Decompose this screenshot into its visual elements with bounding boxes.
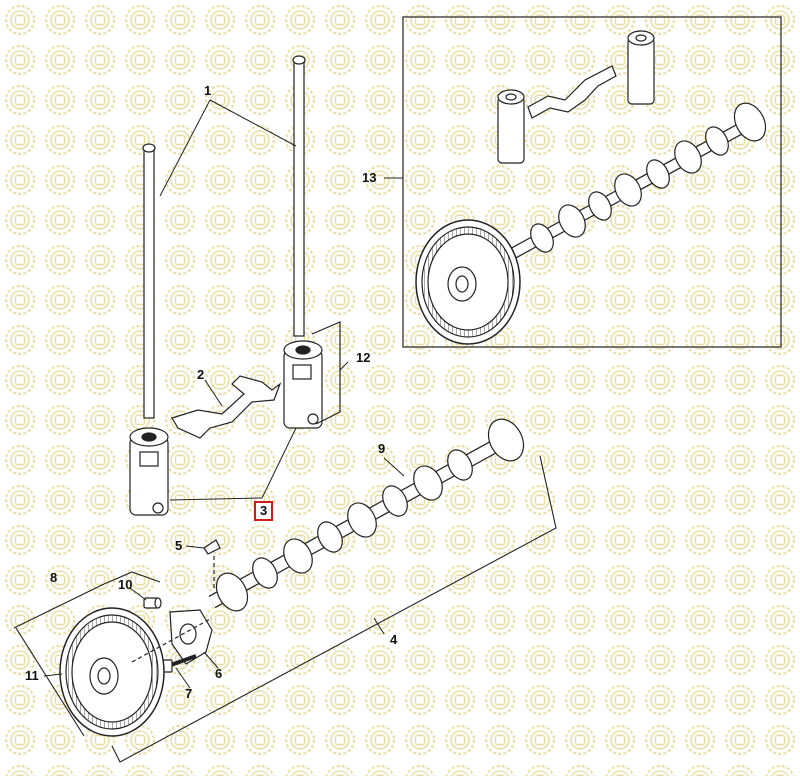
main-assembly bbox=[59, 55, 525, 737]
callout-11[interactable]: 11 bbox=[25, 668, 39, 683]
callout-12[interactable]: 12 bbox=[356, 350, 371, 365]
camshaft bbox=[208, 418, 525, 612]
woodruff-key bbox=[203, 539, 221, 555]
brackets bbox=[13, 455, 557, 763]
callout-6[interactable]: 6 bbox=[215, 666, 223, 681]
callout-7[interactable]: 7 bbox=[185, 686, 193, 701]
push-rod-left bbox=[142, 143, 156, 419]
callout-4[interactable]: 4 bbox=[390, 632, 398, 647]
lifter-guide bbox=[171, 375, 282, 439]
callout-10[interactable]: 10 bbox=[118, 577, 133, 592]
callout-5[interactable]: 5 bbox=[175, 538, 183, 553]
dowel-pin bbox=[143, 597, 162, 609]
callout-8[interactable]: 8 bbox=[50, 570, 58, 585]
callout-3-selected[interactable]: 3 bbox=[254, 501, 274, 521]
callout-9[interactable]: 9 bbox=[378, 441, 386, 456]
callout-2[interactable]: 2 bbox=[197, 367, 205, 382]
inset-lifter-guide bbox=[527, 65, 617, 119]
lifter-left bbox=[129, 427, 169, 516]
gear bbox=[59, 607, 165, 737]
callout-1[interactable]: 1 bbox=[204, 83, 212, 98]
inset-lifter-left bbox=[497, 89, 525, 164]
inset-camshaft bbox=[507, 102, 767, 261]
callout-13[interactable]: 13 bbox=[362, 170, 377, 185]
leader-lines bbox=[43, 99, 405, 689]
lifter-right bbox=[283, 340, 323, 429]
push-rod-right bbox=[292, 55, 306, 337]
inset-camshaft-assembly bbox=[402, 16, 782, 348]
inset-gear bbox=[415, 219, 521, 345]
inset-lifter-right bbox=[627, 30, 655, 105]
bracket-12 bbox=[311, 321, 341, 425]
